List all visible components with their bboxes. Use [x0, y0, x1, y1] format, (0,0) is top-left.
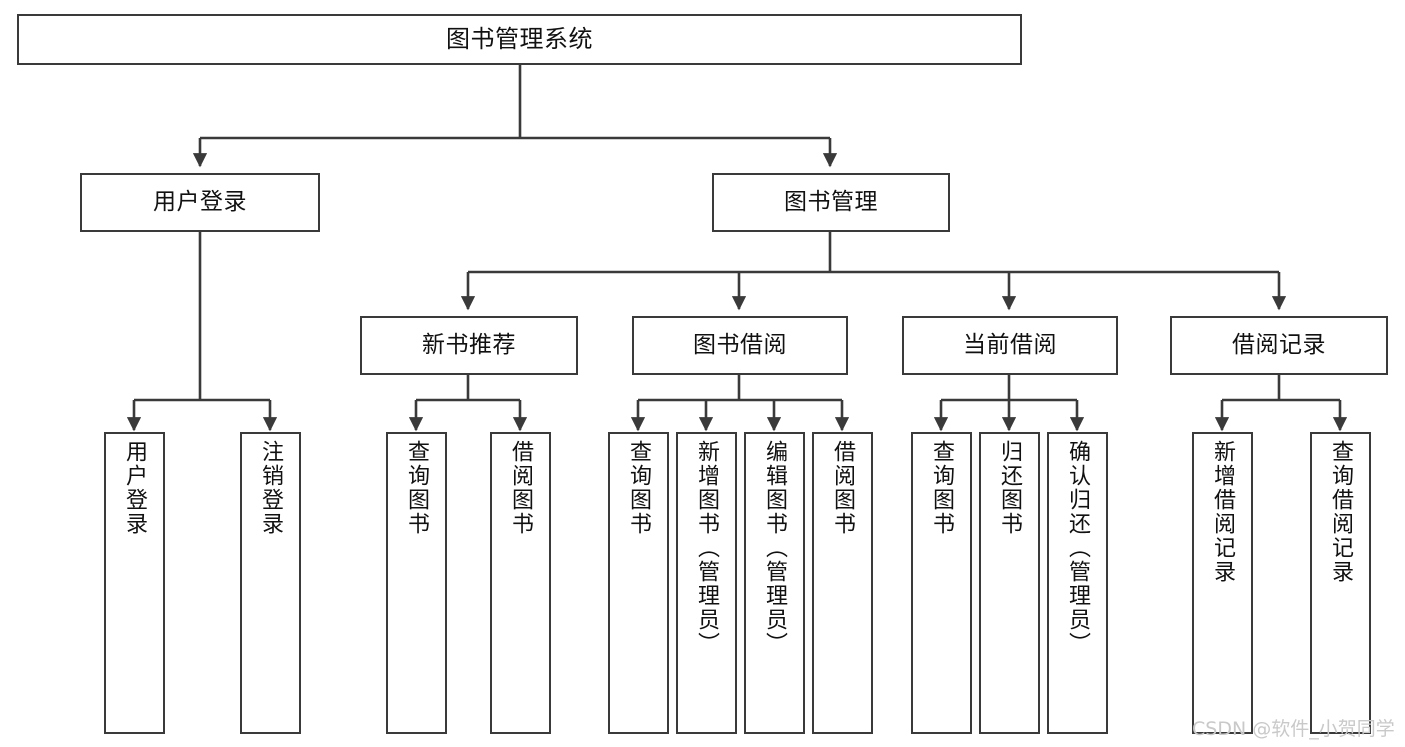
node-label: 查询借阅记录: [1328, 440, 1354, 584]
node-leaf-query-book-2[interactable]: 查询图书: [608, 432, 669, 734]
node-label: 图书管理: [784, 188, 878, 215]
node-label: 借阅图书: [830, 440, 856, 536]
node-leaf-query-book-3[interactable]: 查询图书: [911, 432, 972, 734]
node-leaf-return-book[interactable]: 归还图书: [979, 432, 1040, 734]
node-label: 查询图书: [626, 440, 652, 536]
node-leaf-query-book-1[interactable]: 查询图书: [386, 432, 447, 734]
node-label: 借阅图书: [508, 440, 534, 536]
node-current-borrow[interactable]: 当前借阅: [902, 316, 1118, 375]
node-label: 查询图书: [929, 440, 955, 536]
node-leaf-user-login[interactable]: 用户登录: [104, 432, 165, 734]
node-label: 图书借阅: [693, 331, 787, 358]
node-label: 用户登录: [153, 188, 247, 215]
node-label: 归还图书: [997, 440, 1023, 536]
node-leaf-borrow-book-1[interactable]: 借阅图书: [490, 432, 551, 734]
node-borrow-record[interactable]: 借阅记录: [1170, 316, 1388, 375]
node-leaf-confirm-return[interactable]: 确认归还（管理员）: [1047, 432, 1108, 734]
node-leaf-query-record[interactable]: 查询借阅记录: [1310, 432, 1371, 734]
node-book-management[interactable]: 图书管理: [712, 173, 950, 232]
csdn-watermark: CSDN @软件_小贺同学: [1192, 718, 1395, 740]
node-leaf-borrow-book-2[interactable]: 借阅图书: [812, 432, 873, 734]
node-label: 用户登录: [122, 440, 148, 536]
node-leaf-edit-book[interactable]: 编辑图书（管理员）: [744, 432, 805, 734]
node-label: 借阅记录: [1232, 331, 1326, 358]
node-leaf-logout-login[interactable]: 注销登录: [240, 432, 301, 734]
node-book-borrow[interactable]: 图书借阅: [632, 316, 848, 375]
node-label: 编辑图书（管理员）: [762, 440, 788, 656]
node-label: 确认归还（管理员）: [1065, 440, 1091, 656]
node-user-login[interactable]: 用户登录: [80, 173, 320, 232]
node-label: 当前借阅: [963, 331, 1057, 358]
node-label: 新书推荐: [422, 331, 516, 358]
node-leaf-add-record[interactable]: 新增借阅记录: [1192, 432, 1253, 734]
node-root-book-management-system[interactable]: 图书管理系统: [17, 14, 1022, 65]
node-label: 新增借阅记录: [1210, 440, 1236, 584]
node-label: 图书管理系统: [446, 25, 593, 54]
node-label: 注销登录: [258, 440, 284, 536]
node-label: 新增图书（管理员）: [694, 440, 720, 656]
node-label: 查询图书: [404, 440, 430, 536]
node-leaf-add-book[interactable]: 新增图书（管理员）: [676, 432, 737, 734]
node-new-book-recommend[interactable]: 新书推荐: [360, 316, 578, 375]
